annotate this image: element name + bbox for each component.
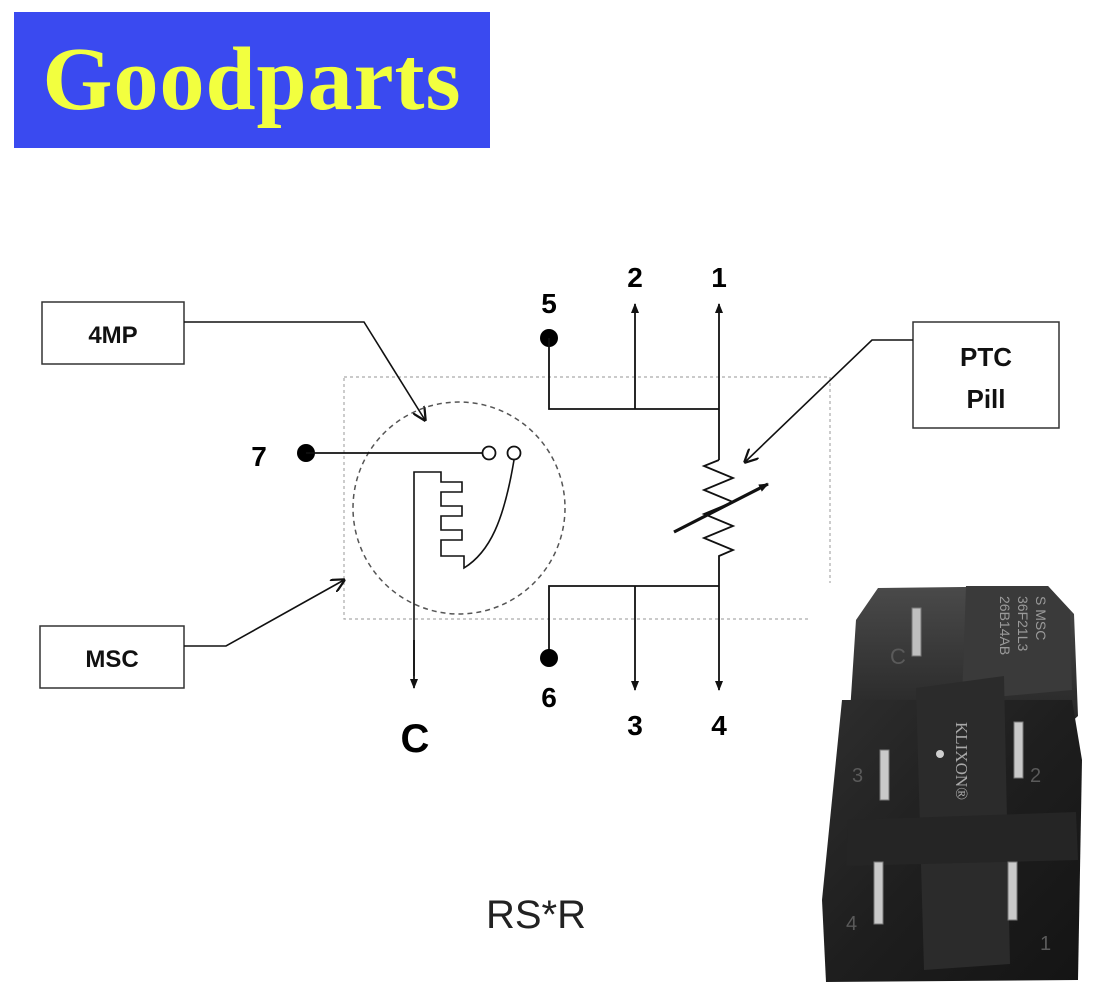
photo-marking-1: 1: [1040, 933, 1051, 955]
terminal-label-4: 4: [711, 710, 727, 741]
label-box-4mp: [41, 301, 185, 365]
label-ptc-line2: Pill: [966, 384, 1005, 414]
terminal-label-7: 7: [251, 441, 267, 472]
protector-circle: [352, 401, 566, 615]
model-code: RS*R: [486, 893, 586, 937]
brand-banner: Goodparts: [14, 12, 490, 148]
wire-6-bottom: [548, 585, 719, 656]
terminal-label-1: 1: [711, 262, 727, 293]
wire-5-top: [548, 338, 719, 410]
photo-marking-top3: 26B14AB: [997, 596, 1013, 655]
photo-marking-top1: S MSC: [1033, 596, 1049, 640]
leader-msc: [184, 580, 344, 647]
label-4mp: 4MP: [88, 322, 137, 349]
terminal-label-6: 6: [541, 682, 557, 713]
leader-ptc: [745, 339, 913, 462]
photo-marking-c: C: [890, 644, 906, 669]
terminal-label-c: C: [401, 717, 430, 761]
contact-right: [506, 445, 522, 461]
photo-marking-2: 2: [1030, 765, 1041, 787]
relay-photo: S MSC 36F21L3 26B14AB KLIXON® C 3 2 4 1: [810, 583, 1086, 989]
label-msc: MSC: [85, 646, 138, 673]
label-box-msc: [39, 625, 185, 689]
ptc-resistor: [701, 459, 736, 586]
photo-marking-top2: 36F21L3: [1015, 596, 1031, 651]
brand-title: Goodparts: [42, 30, 462, 129]
label-box-ptc: [912, 321, 1060, 429]
photo-marking-4: 4: [846, 913, 857, 935]
terminal-6-dot: [540, 649, 558, 667]
photo-marking-3: 3: [852, 765, 863, 787]
contact-left: [481, 445, 497, 461]
bimetal-heater: [413, 459, 515, 676]
ptc-variable-arrow: [673, 482, 769, 534]
label-ptc-line1: PTC: [960, 342, 1012, 372]
terminal-label-3: 3: [627, 710, 643, 741]
terminal-label-5: 5: [541, 288, 557, 319]
enclosure-outline: [343, 376, 831, 620]
terminal-label-2: 2: [627, 262, 643, 293]
leader-4mp: [184, 321, 425, 420]
photo-marking-brand: KLIXON®: [952, 722, 971, 800]
